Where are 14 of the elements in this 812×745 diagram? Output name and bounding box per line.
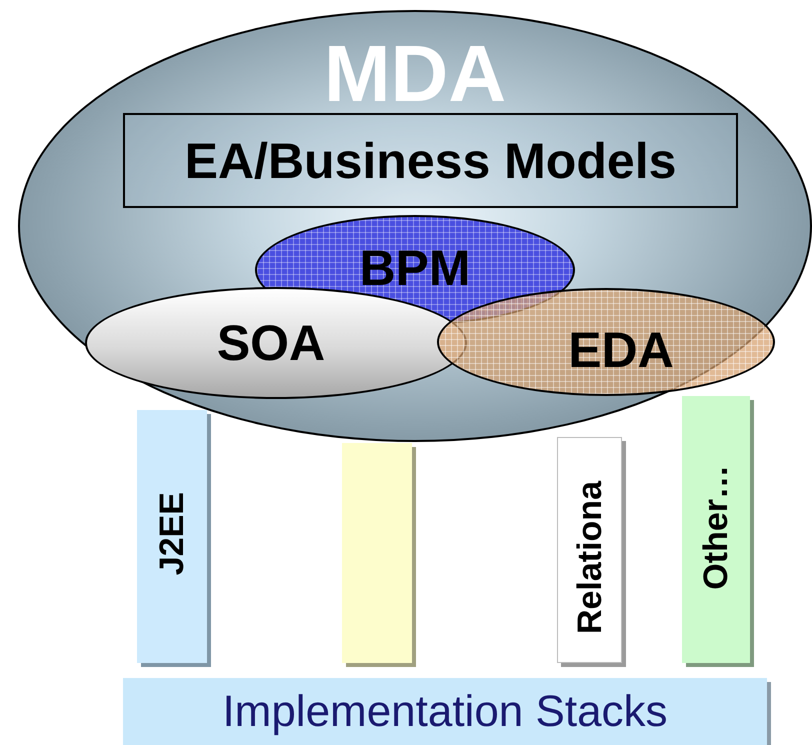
vertical-bar — [682, 396, 750, 663]
vertical-bar — [342, 443, 412, 663]
ellipse-label: BPM — [359, 243, 471, 293]
heading-text: EA/Business Models — [184, 136, 676, 186]
vertical-label: Other… — [699, 465, 733, 590]
outlined-box — [123, 113, 738, 208]
ellipse-label: SOA — [216, 318, 326, 368]
vertical-label: J2EE — [155, 492, 189, 575]
title-text: MDA — [322, 34, 508, 114]
ellipse-label: EDA — [568, 325, 674, 375]
vertical-bar — [137, 410, 207, 663]
vertical-label: Relationa — [572, 480, 606, 634]
bar-label: Implementation Stacks — [222, 690, 668, 734]
horizontal-bar — [123, 678, 767, 745]
